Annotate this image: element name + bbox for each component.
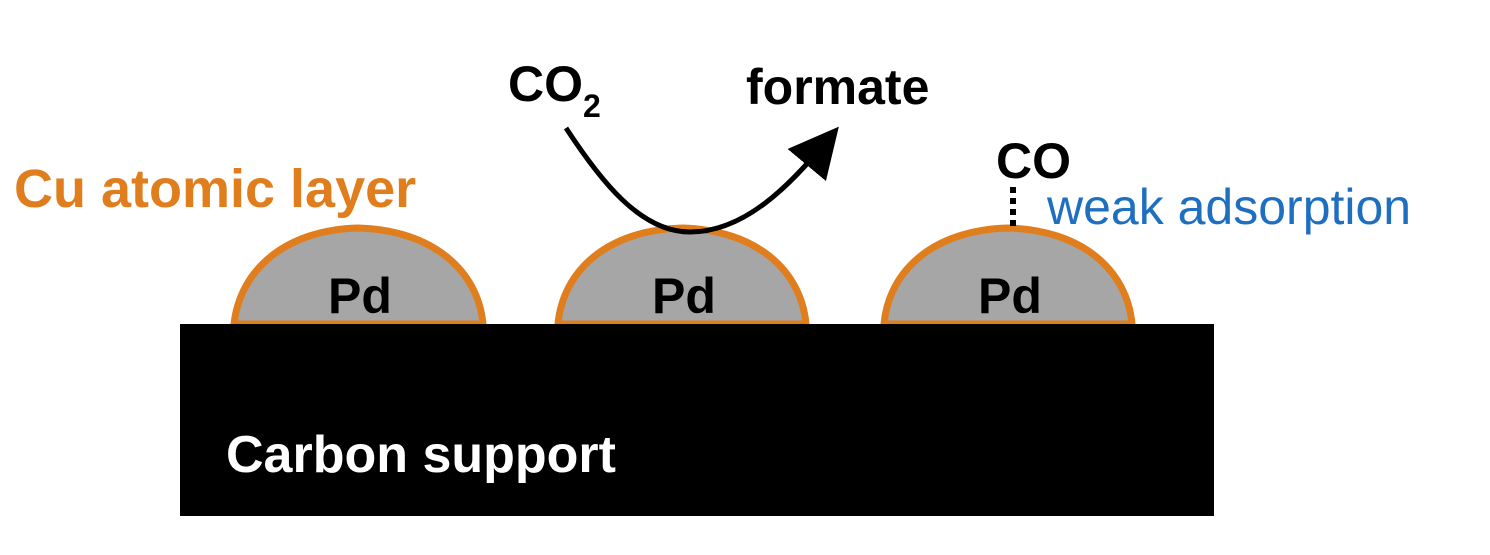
- co2-label: CO2: [508, 56, 601, 124]
- carbon-support-label: Carbon support: [226, 426, 616, 484]
- pd-particle-1-shape: [230, 224, 487, 328]
- pd-particle-1-label: Pd: [328, 268, 392, 324]
- weak-adsorption-label: weak adsorption: [1046, 179, 1411, 235]
- co2-subscript: 2: [583, 88, 601, 124]
- co2-main: CO: [508, 56, 583, 112]
- pd-particle-2-label: Pd: [652, 268, 716, 324]
- reaction-arrow: [563, 126, 839, 235]
- pd-particle-3-shape: [880, 224, 1136, 328]
- pd-particle-1: Pd: [230, 224, 487, 328]
- pd-particle-3-label: Pd: [978, 268, 1042, 324]
- co-label: CO: [996, 133, 1071, 189]
- carbon-support: [180, 324, 1214, 516]
- formate-label: formate: [746, 59, 929, 115]
- pd-particle-2: Pd: [554, 224, 810, 328]
- pd-particle-2-shape: [554, 224, 810, 328]
- cu-layer-label: Cu atomic layer: [14, 159, 416, 219]
- pd-particle-3: Pd: [880, 224, 1136, 328]
